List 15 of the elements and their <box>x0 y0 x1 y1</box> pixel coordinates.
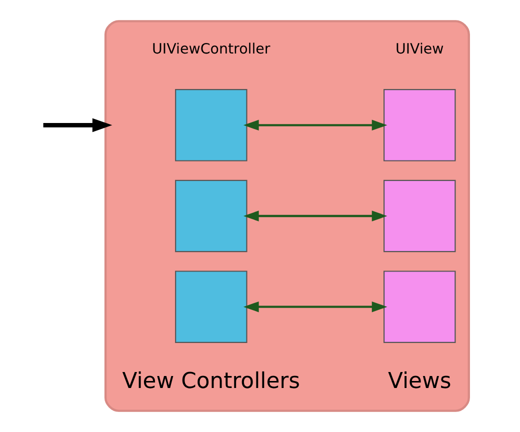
label: UIView <box>395 41 444 58</box>
node-box <box>175 89 248 162</box>
label: UIViewController <box>152 41 270 58</box>
node-box <box>175 270 248 343</box>
node-box <box>384 89 456 162</box>
label: View Controllers <box>122 368 300 394</box>
node-box <box>384 270 456 343</box>
node-box <box>384 180 456 252</box>
arrow <box>43 118 112 132</box>
cluster <box>104 20 470 412</box>
node-box <box>175 180 248 252</box>
arrow <box>243 120 388 131</box>
arrow <box>243 210 388 222</box>
arrow <box>243 301 388 312</box>
label: Views <box>388 368 452 394</box>
